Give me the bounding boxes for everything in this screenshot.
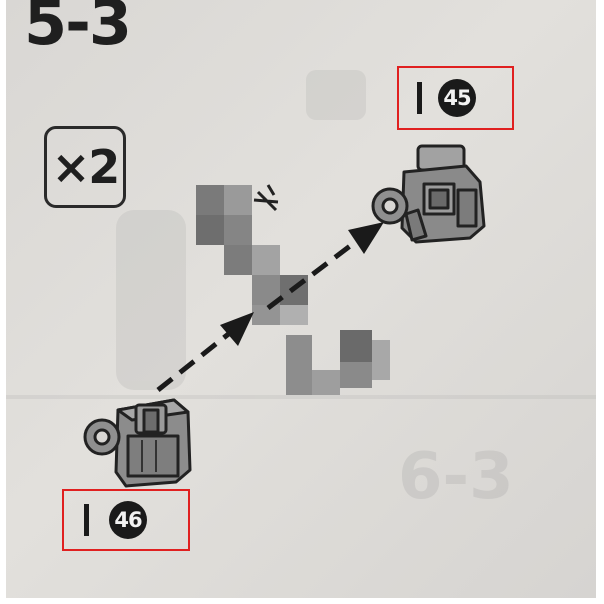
arrowhead-lower bbox=[220, 312, 254, 346]
part-number-lower: 46 bbox=[109, 501, 147, 539]
ghost-shapes bbox=[6, 70, 596, 399]
part-separator-bar bbox=[417, 82, 422, 114]
part-callout-lower: 46 bbox=[62, 489, 190, 551]
dashed-arrow-upper bbox=[266, 238, 360, 310]
assembly-illustration bbox=[6, 70, 596, 488]
step-number: 5-3 bbox=[24, 0, 132, 59]
pixelated-obscured-region bbox=[196, 184, 390, 395]
ghost-step-number: 6-3 bbox=[398, 440, 514, 514]
part-callout-upper: 45 bbox=[397, 66, 514, 130]
arrowhead-upper bbox=[348, 222, 384, 254]
part-separator-bar bbox=[84, 504, 89, 536]
quantity-label: ×2 bbox=[51, 140, 121, 194]
part-number-upper: 45 bbox=[438, 79, 476, 117]
upper-joint-piece bbox=[371, 144, 486, 244]
dashed-arrow-lower bbox=[156, 330, 233, 392]
quantity-badge: ×2 bbox=[44, 126, 126, 208]
instruction-page: 6-3 bbox=[6, 0, 596, 598]
lower-joint-piece bbox=[83, 398, 192, 488]
